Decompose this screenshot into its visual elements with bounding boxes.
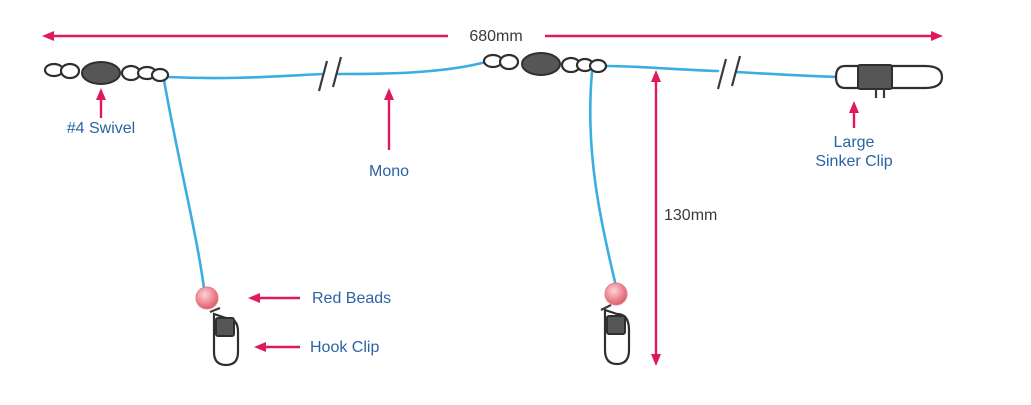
hook-clip-label: Hook Clip xyxy=(310,339,379,356)
line-break-symbol-left xyxy=(317,56,343,92)
hook-clip-left-icon xyxy=(209,306,240,367)
mono-label: Mono xyxy=(369,163,409,180)
hook-clip-right-icon xyxy=(600,304,631,366)
sinker-clip-icon xyxy=(834,64,944,98)
sinker-clip-label-line2: Sinker Clip xyxy=(815,153,892,170)
callout-swivel: #4 Swivel xyxy=(67,88,135,137)
sinker-clip-label-line1: Large xyxy=(834,134,875,151)
callout-red-beads: Red Beads xyxy=(248,290,391,307)
dropper-line-left xyxy=(162,78,206,290)
dropper-line-right xyxy=(588,70,618,288)
callout-sinker-clip: Large Sinker Clip xyxy=(815,101,893,170)
line-break-symbol-right xyxy=(716,55,742,90)
red-bead-right xyxy=(604,282,628,306)
total-length-text: 680mm xyxy=(469,28,522,45)
swivel-label: #4 Swivel xyxy=(67,120,135,137)
dropper-length-text: 130mm xyxy=(664,207,717,224)
red-bead-left xyxy=(195,286,219,310)
red-beads-label: Red Beads xyxy=(312,290,391,307)
main-line xyxy=(166,55,840,92)
total-length-dimension: 680mm xyxy=(42,28,943,45)
callout-hook-clip: Hook Clip xyxy=(254,339,379,356)
swivel-middle-icon xyxy=(482,52,608,76)
swivel-left-icon xyxy=(43,61,170,85)
callout-mono: Mono xyxy=(369,88,409,180)
dropper-length-dimension: 130mm xyxy=(651,70,717,366)
